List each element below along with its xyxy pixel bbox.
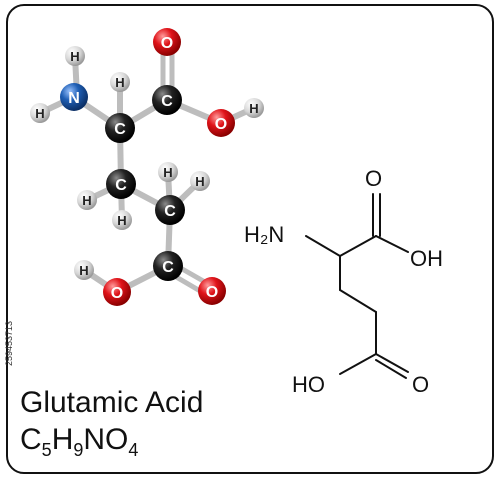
hydrogen-atom: H bbox=[77, 190, 97, 210]
atom-label: O bbox=[215, 116, 227, 133]
oxygen-atom: O bbox=[153, 28, 181, 56]
nitrogen-atom: N bbox=[60, 83, 88, 111]
atom-label: H bbox=[79, 263, 88, 278]
carbon-atom: C bbox=[155, 195, 185, 225]
atom-label: O bbox=[111, 285, 123, 302]
hydrogen-atom: H bbox=[112, 210, 132, 230]
hydrogen-atoms: H H H H H H H H H bbox=[30, 46, 264, 280]
oxygen-atoms: O O O O bbox=[103, 28, 235, 306]
formula-element: C bbox=[20, 423, 42, 456]
molecular-formula: C5H9NO4 bbox=[20, 423, 138, 461]
hydrogen-atom: H bbox=[244, 98, 264, 118]
atom-label: C bbox=[162, 259, 174, 276]
oxygen-atom: O bbox=[103, 278, 131, 306]
formula-element: O bbox=[105, 423, 129, 456]
carbon-atoms: C C C C C bbox=[105, 85, 185, 281]
hydrogen-atom: H bbox=[74, 260, 94, 280]
oxygen-atom: O bbox=[207, 109, 235, 137]
atom-label: O bbox=[161, 35, 173, 52]
atom-label: H bbox=[82, 193, 91, 208]
oxygen-atom: O bbox=[198, 277, 226, 305]
hydrogen-atom: H bbox=[65, 46, 85, 66]
carbonyl-oxygen-label-bottom: O bbox=[412, 372, 429, 397]
image-frame bbox=[6, 4, 494, 474]
atom-label: H bbox=[35, 106, 44, 121]
atom-label: H bbox=[115, 75, 124, 90]
formula-count: 4 bbox=[128, 440, 139, 460]
carbon-atom: C bbox=[152, 85, 182, 115]
atom-label: O bbox=[206, 284, 218, 301]
carbon-atom: C bbox=[153, 251, 183, 281]
amine-group-label: H₂N bbox=[244, 222, 284, 247]
hydrogen-atom: H bbox=[190, 171, 210, 191]
atom-label: N bbox=[68, 90, 80, 107]
formula-element: H bbox=[51, 423, 74, 456]
stock-id: 259453713 bbox=[4, 320, 14, 366]
atom-label: H bbox=[195, 174, 204, 189]
hydrogen-atom: H bbox=[110, 72, 130, 92]
formula-count: 5 bbox=[41, 440, 52, 460]
carbon-atom: C bbox=[106, 169, 136, 199]
carbonyl-oxygen-label: O bbox=[365, 166, 382, 191]
carbon-atom: C bbox=[105, 113, 135, 143]
molecule-name: Glutamic Acid bbox=[20, 386, 204, 419]
formula-count: 9 bbox=[73, 440, 84, 460]
formula-element: N bbox=[83, 423, 106, 456]
atom-label: H bbox=[117, 213, 126, 228]
hydroxyl-label-bottom: HO bbox=[292, 372, 325, 397]
atom-label: C bbox=[114, 121, 126, 138]
atom-label: H bbox=[163, 165, 172, 180]
hydroxyl-label: OH bbox=[410, 246, 443, 271]
atom-label: C bbox=[115, 177, 127, 194]
atom-label: C bbox=[161, 93, 173, 110]
atom-label: C bbox=[164, 203, 176, 220]
hydrogen-atom: H bbox=[30, 103, 50, 123]
atom-label: H bbox=[70, 49, 79, 64]
skeletal-formula bbox=[305, 193, 409, 379]
hydrogen-atom: H bbox=[158, 162, 178, 182]
atom-label: H bbox=[249, 101, 258, 116]
